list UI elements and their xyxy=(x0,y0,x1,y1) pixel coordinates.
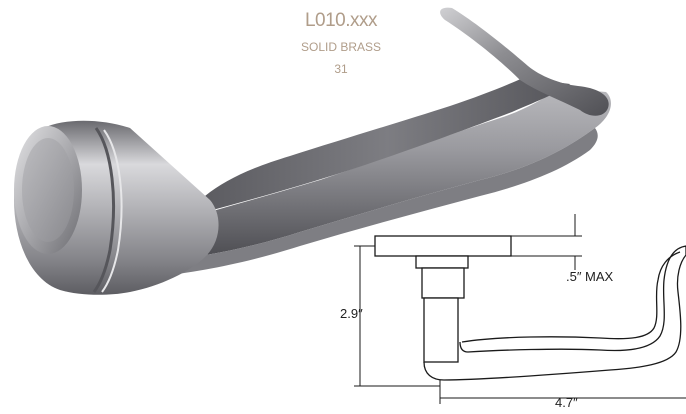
length-dimension: 4.7″ xyxy=(555,395,578,410)
lever-return xyxy=(440,7,609,116)
spindle-neck xyxy=(415,255,469,269)
spindle-shank xyxy=(421,267,465,299)
material-label: SOLID BRASS xyxy=(300,40,382,54)
model-number: L010.xxx xyxy=(304,10,378,31)
hub-cap-face xyxy=(22,138,74,242)
rose-projection-dimension: .5″ MAX xyxy=(566,269,614,284)
hub-ring-highlight xyxy=(101,129,123,293)
hub-end-cap xyxy=(14,126,82,254)
technical-drawing xyxy=(354,214,686,404)
side-view-lever-inner xyxy=(461,251,681,343)
hub-ring xyxy=(92,127,115,293)
spindle-stem xyxy=(423,297,459,363)
lever-top-face xyxy=(205,78,570,212)
side-view-lever xyxy=(423,245,686,381)
lever-arm xyxy=(150,88,611,262)
rose-plate xyxy=(374,235,512,257)
height-dimension: 2.9″ xyxy=(340,306,363,321)
finish-code: 31 xyxy=(334,62,348,76)
